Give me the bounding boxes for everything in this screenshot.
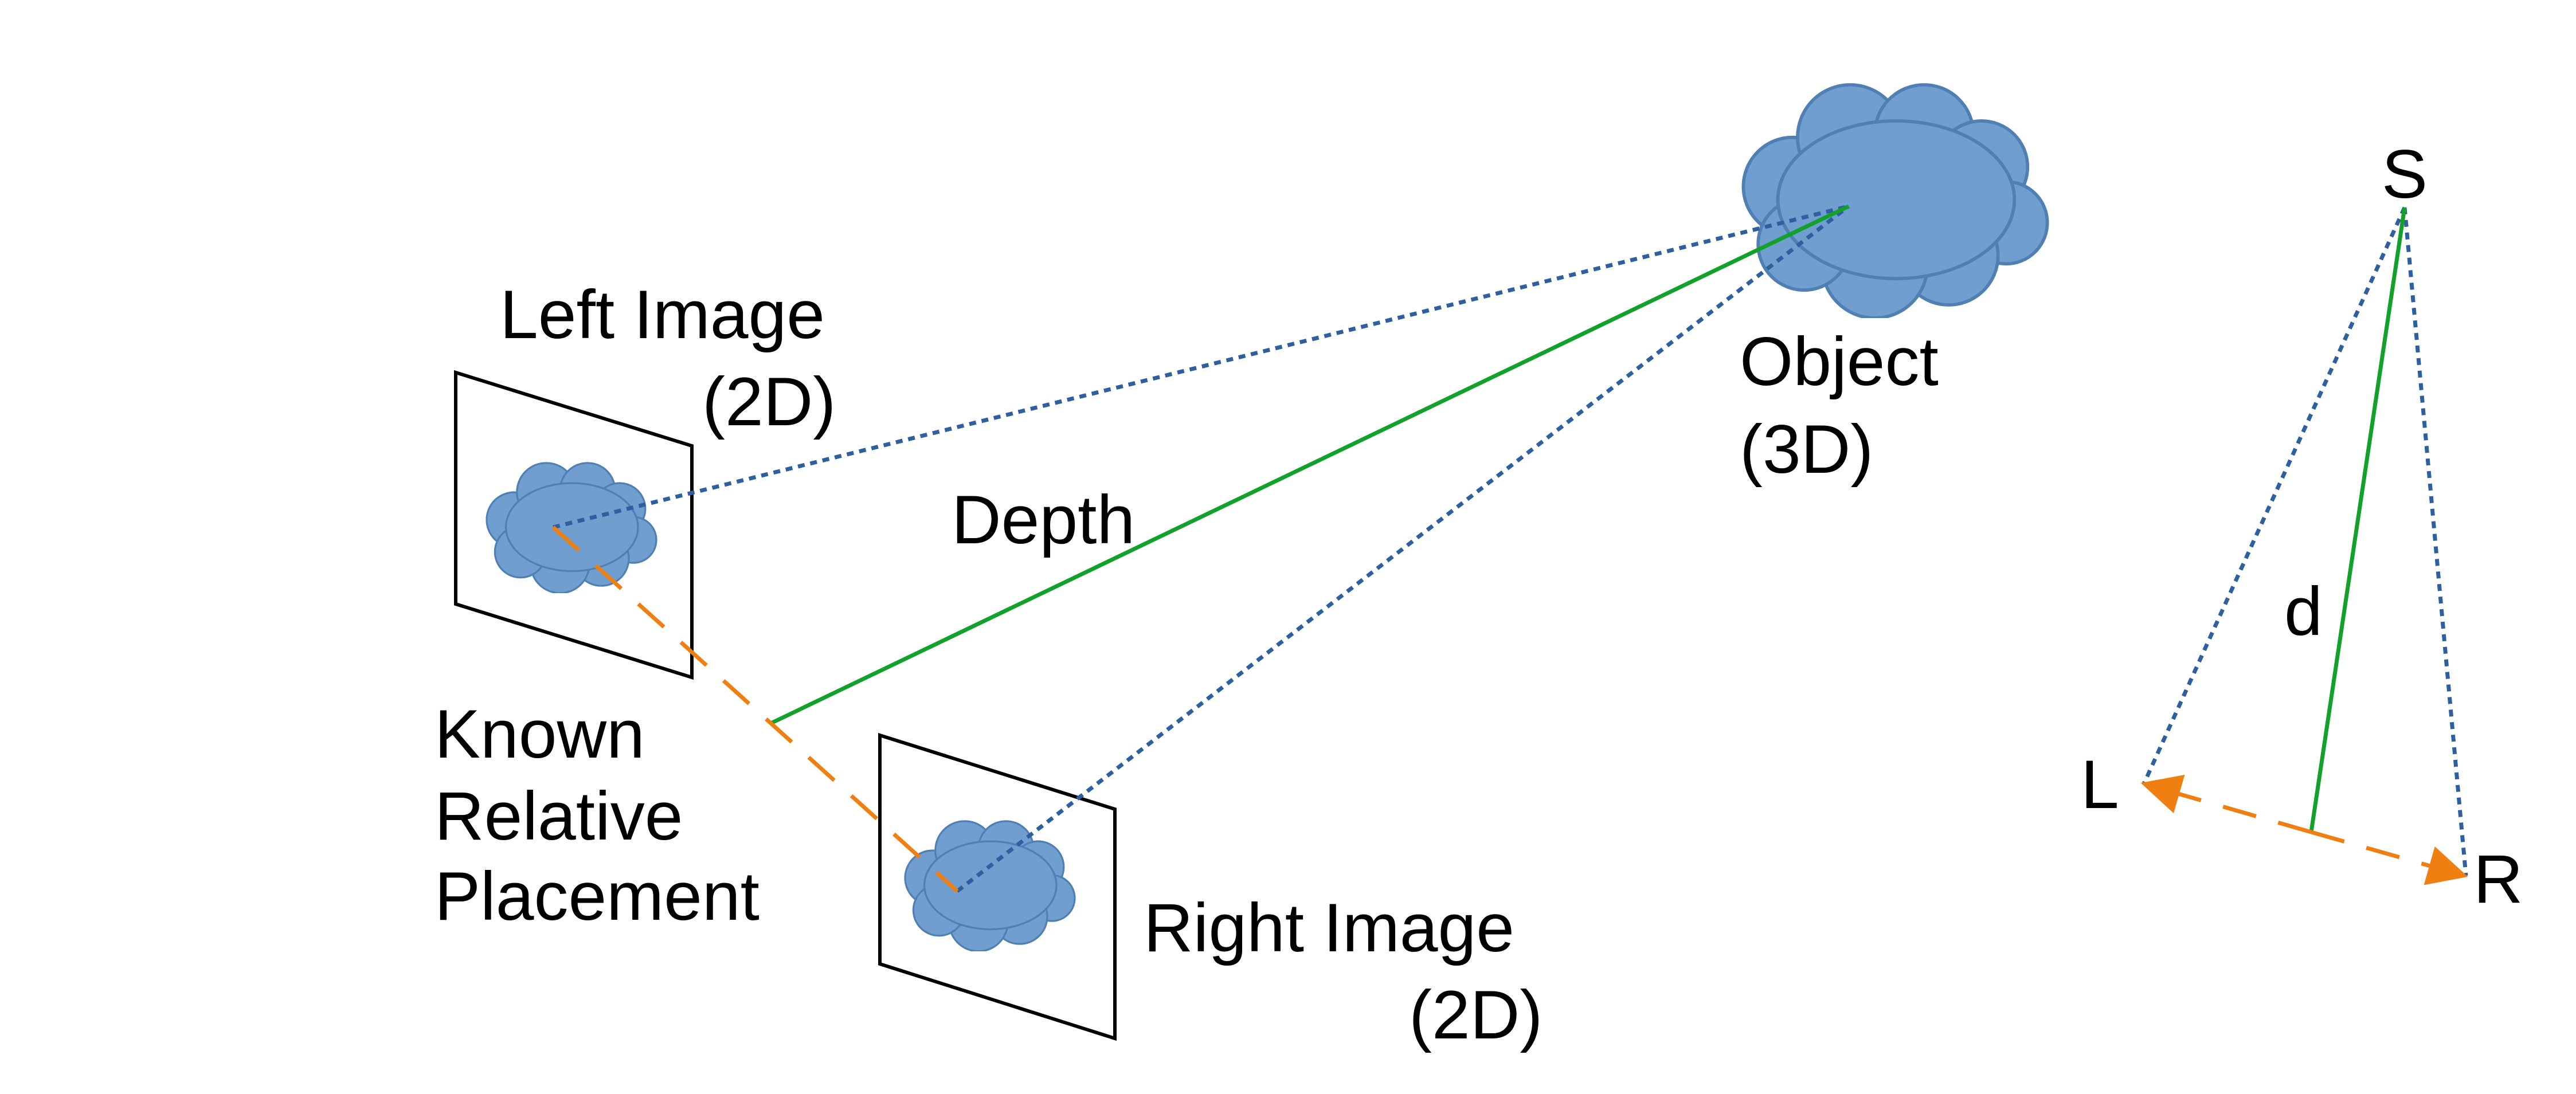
left-sight-line: [553, 204, 1849, 530]
d-label: d: [2284, 573, 2323, 650]
left-image-cloud: [486, 462, 657, 593]
l-label: L: [2081, 746, 2119, 823]
triangle-baseline-to-r: [2311, 830, 2468, 885]
triangle-sr-line: [2402, 207, 2468, 876]
object-label: Object: [1740, 323, 1939, 400]
triangle-d-line: [2309, 207, 2407, 833]
depth-label: Depth: [952, 481, 1135, 558]
depth-line: [770, 204, 1850, 726]
object-dim-label: (3D): [1740, 411, 1873, 488]
relative-label: Relative: [434, 778, 683, 854]
baseline-dashed: [551, 526, 959, 893]
known-label: Known: [434, 696, 645, 773]
triangle-sl-line: [2142, 206, 2407, 785]
left-image-dim-label: (2D): [702, 363, 836, 440]
left-image-frame: [454, 370, 694, 680]
left-image-label: Left Image: [500, 276, 825, 353]
right-image-frame: [878, 732, 1117, 1041]
right-image-label: Right Image: [1144, 889, 1514, 966]
placement-label: Placement: [434, 858, 760, 935]
object-cloud: [1743, 85, 2047, 318]
r-label: R: [2473, 841, 2523, 917]
s-label: S: [2382, 136, 2428, 213]
triangle-baseline-to-l: [2140, 774, 2312, 834]
right-image-dim-label: (2D): [1409, 977, 1543, 1053]
right-image-cloud: [904, 820, 1076, 951]
right-sight-line: [956, 205, 1850, 893]
